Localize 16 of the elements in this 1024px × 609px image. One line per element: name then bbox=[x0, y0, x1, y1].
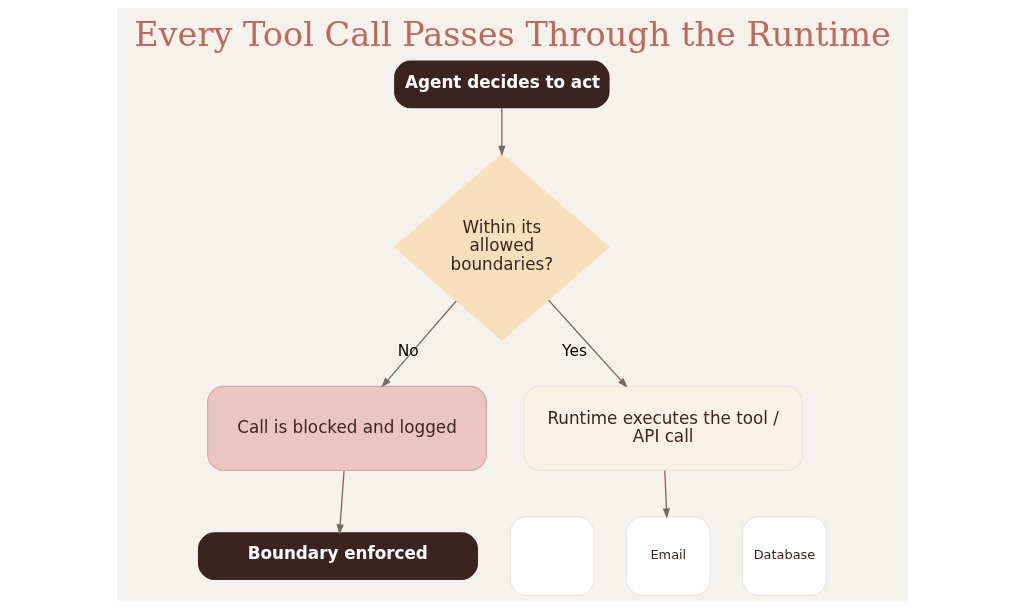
node-box: Runtime executes the tool / API call bbox=[522, 385, 803, 471]
node-box: Database bbox=[741, 516, 827, 597]
node-box: Agent decides to act bbox=[393, 60, 610, 109]
arrow bbox=[336, 470, 345, 535]
node-box: Email bbox=[625, 516, 711, 597]
arrow bbox=[662, 470, 670, 519]
edge-label: No bbox=[397, 342, 419, 361]
diagram-title: Every Tool Call Passes Through the Runtime bbox=[133, 14, 891, 54]
edge-label: Yes bbox=[561, 341, 587, 360]
node-box: Boundary enforced bbox=[197, 532, 478, 580]
arrow bbox=[380, 300, 457, 388]
node-diamond: Within its allowed boundaries? bbox=[393, 153, 610, 341]
arrow bbox=[497, 107, 505, 157]
node-box bbox=[509, 516, 595, 597]
arrow bbox=[547, 299, 628, 388]
node-box: Call is blocked and logged bbox=[206, 385, 487, 471]
